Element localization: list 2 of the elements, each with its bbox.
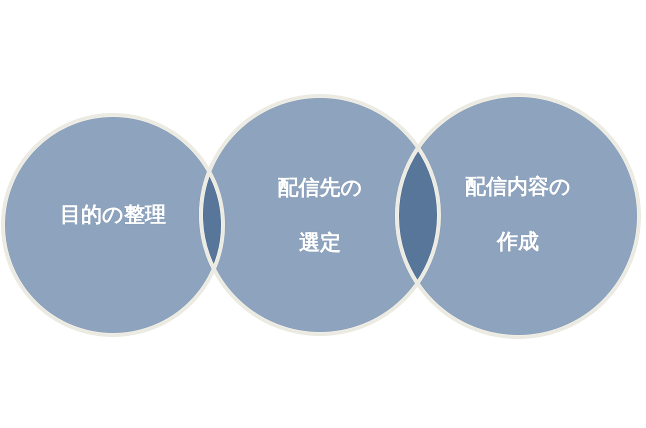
- circle-label: 配信先の選定: [274, 160, 366, 270]
- circle-label: 目的の整理: [60, 202, 166, 228]
